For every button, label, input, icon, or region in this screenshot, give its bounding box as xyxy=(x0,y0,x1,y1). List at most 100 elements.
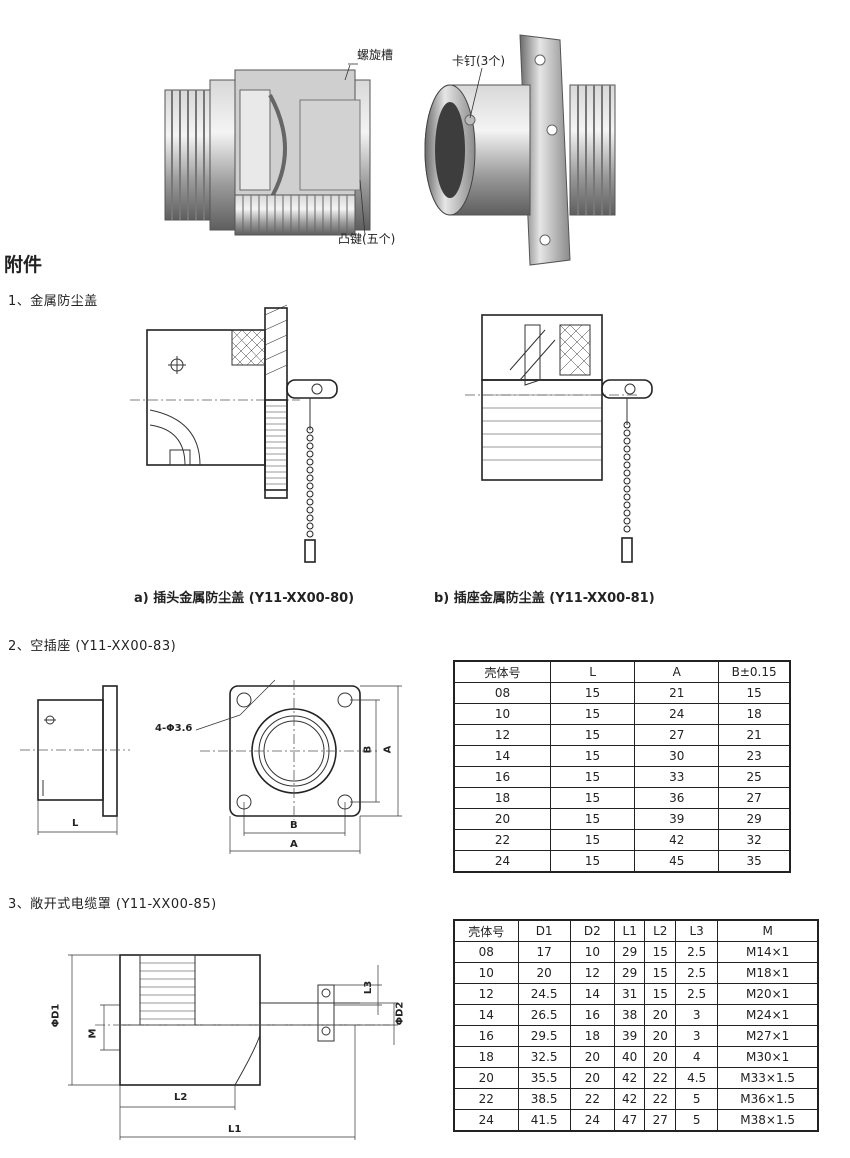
dim-M-label: M xyxy=(87,1028,99,1039)
table-cell: 29 xyxy=(613,941,646,963)
table-cell: M27×1 xyxy=(717,1025,819,1047)
dim-B-vertical-label: B xyxy=(362,745,374,754)
table-cell: 08 xyxy=(453,682,551,704)
caption-plug-cap: a) 插头金属防尘盖 (Y11-XX00-80) xyxy=(134,591,355,606)
table-cell: 27 xyxy=(634,724,720,746)
table-cell: 20 xyxy=(517,962,571,984)
table-cell: 22 xyxy=(644,1067,677,1089)
table-cell: 21 xyxy=(718,724,791,746)
page-title: 附件 xyxy=(4,254,43,276)
table-cell: 14 xyxy=(569,983,615,1005)
table-cell: 20 xyxy=(569,1067,615,1089)
table-header: L2 xyxy=(644,919,677,942)
table-cell: 15 xyxy=(549,724,636,746)
table-cell: M18×1 xyxy=(717,962,819,984)
table-cell: M30×1 xyxy=(717,1046,819,1068)
table-cell: 14 xyxy=(453,745,551,767)
table-cell: 10 xyxy=(453,962,519,984)
blank-receptacle-drawing xyxy=(20,679,402,854)
table-cell: 08 xyxy=(453,941,519,963)
groove-label: 螺旋槽 xyxy=(357,48,394,62)
table-header: L xyxy=(549,660,636,683)
table-cell: 20 xyxy=(453,1067,519,1089)
table-cell: 22 xyxy=(453,829,551,851)
table-cell: 3 xyxy=(675,1004,719,1026)
table-cell: 24 xyxy=(453,850,551,873)
table-cell: 40 xyxy=(613,1046,646,1068)
table-cell: 2.5 xyxy=(675,983,719,1005)
keys-label: 凸键(五个) xyxy=(338,232,396,246)
section1-title: 1、金属防尘盖 xyxy=(8,294,98,309)
table-cell: 16 xyxy=(453,1025,519,1047)
table-cell: 16 xyxy=(453,766,551,788)
table-cell: 38.5 xyxy=(517,1088,571,1110)
table-cell: 2.5 xyxy=(675,941,719,963)
table-cell: 15 xyxy=(549,766,636,788)
table-header: M xyxy=(717,919,819,942)
table-header: 壳体号 xyxy=(453,919,519,942)
table-header: B±0.15 xyxy=(718,660,791,683)
table-cell: 16 xyxy=(569,1004,615,1026)
table-cell: 32 xyxy=(718,829,791,851)
plug-connector-image xyxy=(164,34,616,266)
table-cell: 41.5 xyxy=(517,1109,571,1132)
table-cell: 24 xyxy=(569,1109,615,1132)
table-cell: M36×1.5 xyxy=(717,1088,819,1110)
table-cell: 12 xyxy=(569,962,615,984)
table-cell: 38 xyxy=(613,1004,646,1026)
table-cell: 39 xyxy=(613,1025,646,1047)
table-header: D2 xyxy=(569,919,615,942)
table-cell: 15 xyxy=(644,983,677,1005)
table-cell: 15 xyxy=(718,682,791,704)
table-cell: 12 xyxy=(453,983,519,1005)
table-cell: 22 xyxy=(453,1088,519,1110)
table-cell: 22 xyxy=(569,1088,615,1110)
table-cell: 5 xyxy=(675,1109,719,1132)
dim-L-label: L xyxy=(72,818,79,829)
dim-L2-label: L2 xyxy=(174,1092,188,1103)
hole-dim-label: 4-Φ3.6 xyxy=(155,723,193,734)
table-cell: 29 xyxy=(718,808,791,830)
table-cell: 30 xyxy=(634,745,720,767)
table-cell: 10 xyxy=(569,941,615,963)
table-cell: 15 xyxy=(549,808,636,830)
table-cell: 33 xyxy=(634,766,720,788)
dim-A-vertical-label: A xyxy=(382,745,394,754)
table-cell: 15 xyxy=(644,962,677,984)
table-cell: 20 xyxy=(569,1046,615,1068)
table-cell: 35.5 xyxy=(517,1067,571,1089)
table-header: L1 xyxy=(613,919,646,942)
table-cell: 14 xyxy=(453,1004,519,1026)
plug-dust-cap-drawing xyxy=(130,304,653,563)
table-cell: 36 xyxy=(634,787,720,809)
table-cell: 18 xyxy=(453,787,551,809)
table-cell: 5 xyxy=(675,1088,719,1110)
table-cell: 20 xyxy=(644,1025,677,1047)
table-cell: 27 xyxy=(644,1109,677,1132)
table-cell: M38×1.5 xyxy=(717,1109,819,1132)
table-cell: 15 xyxy=(549,745,636,767)
table-cell: 27 xyxy=(718,787,791,809)
section3-title: 3、敞开式电缆罩 (Y11-XX00-85) xyxy=(8,897,217,912)
table-cell: 42 xyxy=(634,829,720,851)
table-header: 壳体号 xyxy=(453,660,551,683)
table-cell: 29 xyxy=(613,962,646,984)
table-header: L3 xyxy=(675,919,719,942)
table-cell: 39 xyxy=(634,808,720,830)
table-cell: 24.5 xyxy=(517,983,571,1005)
table-cell: 20 xyxy=(453,808,551,830)
dim-D2-label: ΦD2 xyxy=(394,1001,406,1026)
table-cell: 29.5 xyxy=(517,1025,571,1047)
table-cell: 18 xyxy=(453,1046,519,1068)
